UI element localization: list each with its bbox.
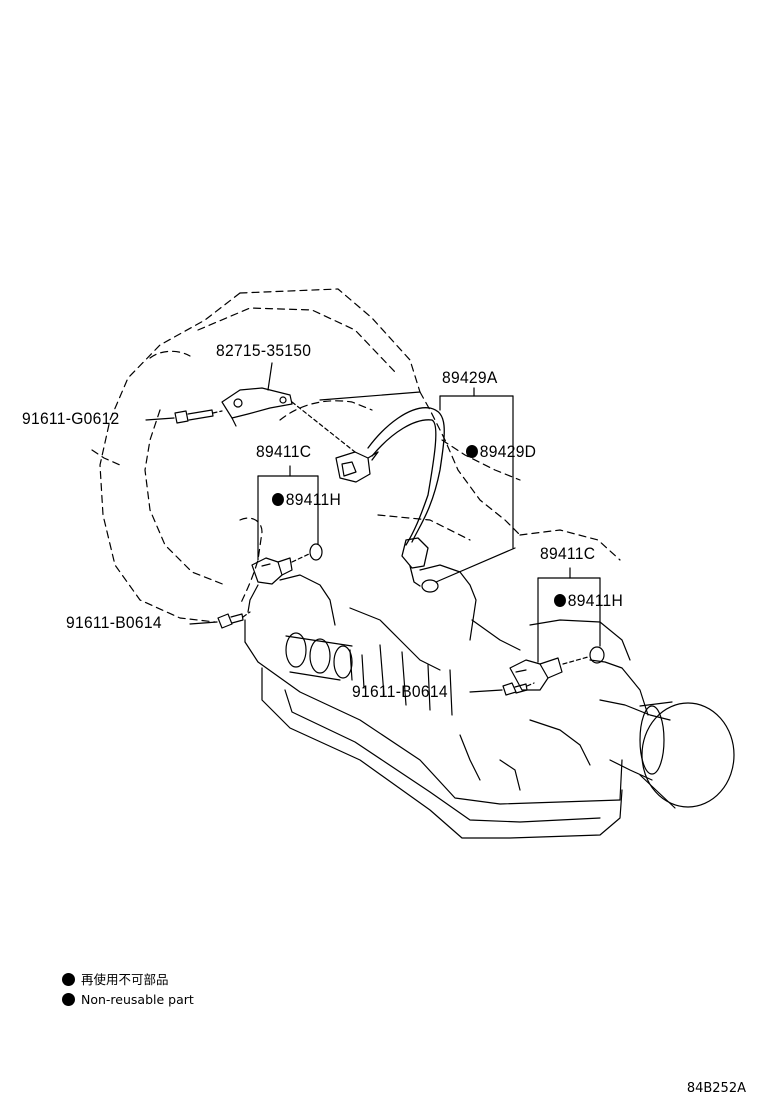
non-reusable-dot-icon (62, 993, 75, 1006)
label-89411C-left[interactable]: 89411C (256, 442, 312, 461)
label-82715-35150[interactable]: 82715-35150 (216, 341, 312, 360)
label-89411C-right[interactable]: 89411C (540, 544, 596, 563)
legend-line-japanese: 再使用不可部品 (62, 972, 169, 988)
legend-line-english: Non-reusable part (62, 992, 194, 1008)
label-89411H-right[interactable]: 89411H (554, 591, 623, 611)
label-89429A[interactable]: 89429A (442, 368, 498, 387)
non-reusable-dot-icon (554, 594, 566, 607)
leader-lines (257, 362, 601, 663)
non-reusable-dot-icon (466, 445, 478, 458)
sensor-89411C-right (509, 657, 563, 691)
o-ring-89411H-right (589, 646, 605, 664)
o-ring-89429D (421, 579, 439, 593)
non-reusable-dot-icon (62, 973, 75, 986)
bolt-91611-B0614-left (217, 613, 244, 629)
diagram-code: 84B252A (686, 1081, 746, 1096)
non-reusable-dot-icon (272, 493, 284, 506)
label-91611-B0614-left[interactable]: 91611-B0614 (66, 613, 162, 632)
o-ring-89411H-left (309, 543, 323, 561)
label-89411H-left[interactable]: 89411H (272, 490, 341, 510)
label-91611-B0614-right[interactable]: 91611-B0614 (352, 682, 448, 701)
bolt-91611-G0612 (174, 409, 214, 424)
label-91611-G0612[interactable]: 91611-G0612 (22, 409, 120, 428)
bolt-91611-B0614-right (502, 682, 528, 696)
label-89429D[interactable]: 89429D (466, 442, 536, 462)
wire-harness-89429A (367, 407, 445, 587)
transmission-housing (91, 288, 621, 623)
bracket-82715 (221, 387, 293, 427)
sensor-89411C-left (247, 557, 293, 613)
transmission-body (244, 391, 735, 839)
